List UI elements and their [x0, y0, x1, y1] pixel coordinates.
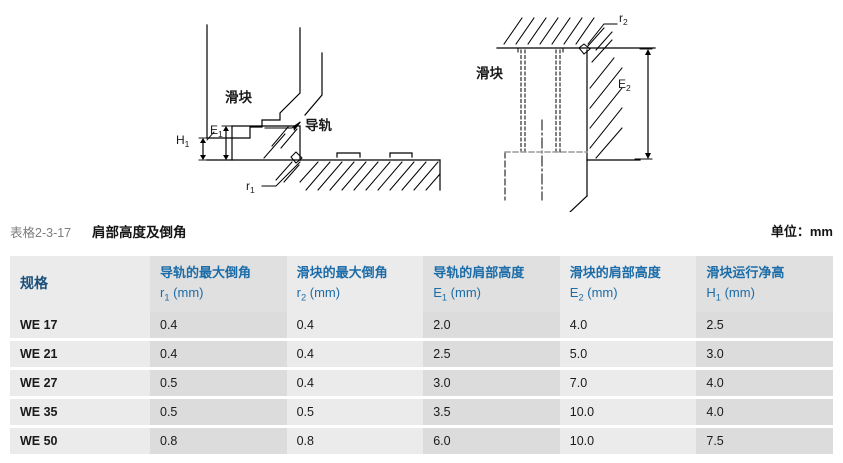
e2-label: E2 — [618, 77, 631, 93]
cell-r1: 0.8 — [150, 428, 287, 454]
right-top-hatching — [503, 17, 595, 45]
specification-table: 规格 导轨的最大倒角 r1 (mm) 滑块的最大倒角 r2 (mm) 导轨的肩部… — [10, 256, 833, 454]
cell-e1: 3.5 — [423, 399, 560, 428]
table-row: WE 17 0.4 0.4 2.0 4.0 2.5 — [10, 312, 833, 341]
table-row: WE 50 0.8 0.8 6.0 10.0 7.5 — [10, 428, 833, 454]
cell-e1: 2.0 — [423, 312, 560, 341]
r1-label: r1 — [246, 179, 255, 195]
cell-r1: 0.5 — [150, 370, 287, 399]
left-slider-label: 滑块 — [225, 90, 252, 105]
cell-h1: 4.0 — [696, 399, 833, 428]
caption-title: 肩部高度及倒角 — [92, 225, 187, 240]
slider-profile — [206, 27, 301, 139]
cell-r1: 0.5 — [150, 399, 287, 428]
cell-r2: 0.8 — [286, 428, 424, 454]
e1-arrow-up — [223, 126, 229, 131]
rail-step — [231, 125, 301, 161]
header-cell-r1: 导轨的最大倒角 r1 (mm) — [150, 256, 287, 312]
rail-leader-arrow — [293, 122, 301, 131]
h1-label: H1 — [176, 133, 190, 149]
cell-e1: 3.0 — [423, 370, 560, 399]
cell-r1: 0.4 — [150, 341, 287, 370]
cell-h1: 4.0 — [696, 370, 833, 399]
slider-corner-tick — [206, 131, 215, 141]
header-cell-h1: 滑块运行净高 H1 (mm) — [696, 256, 833, 312]
caption-unit: 单位：mm — [770, 224, 833, 239]
right-body-hatching — [589, 57, 623, 159]
header-symbol-r2: r2 (mm) — [296, 285, 341, 303]
bolt-head-bracket — [517, 47, 564, 53]
cell-h1: 3.0 — [696, 341, 833, 370]
header-cell-r2: 滑块的最大倒角 r2 (mm) — [286, 256, 424, 312]
cell-e2: 5.0 — [559, 341, 697, 370]
e1-label: E1 — [210, 123, 223, 139]
cell-r1: 0.4 — [150, 312, 287, 341]
left-cross-section — [198, 24, 441, 191]
header-cell-e2: 滑块的肩部高度 E2 (mm) — [559, 256, 697, 312]
cell-spec: WE 17 — [10, 312, 150, 341]
table-header-row: 规格 导轨的最大倒角 r1 (mm) 滑块的最大倒角 r2 (mm) 导轨的肩部… — [10, 256, 833, 312]
cell-r2: 0.5 — [286, 399, 424, 428]
r2-leader — [587, 23, 618, 45]
cell-e2: 10.0 — [559, 399, 697, 428]
cell-spec: WE 35 — [10, 399, 150, 428]
h1-arrow-up — [200, 138, 206, 143]
table-body: WE 17 0.4 0.4 2.0 4.0 2.5 WE 21 0.4 0.4 … — [10, 312, 833, 454]
r2-label: r2 — [619, 11, 628, 27]
r2-corner-hatch — [587, 27, 613, 63]
r1-leader-hatch — [275, 161, 300, 183]
table-row: WE 21 0.4 0.4 2.5 5.0 3.0 — [10, 341, 833, 370]
cell-h1: 2.5 — [696, 312, 833, 341]
header-cell-e1: 导轨的肩部高度 E1 (mm) — [423, 256, 560, 312]
r2-fillet-marker — [578, 43, 591, 55]
header-symbol-e2: E2 (mm) — [569, 285, 618, 303]
cell-spec: WE 50 — [10, 428, 150, 454]
h1-arrow-down — [200, 155, 206, 160]
cell-h1: 7.5 — [696, 428, 833, 454]
e2-arrow-down — [645, 153, 651, 159]
e2-arrow-up — [645, 49, 651, 55]
slider-inner-profile — [304, 52, 323, 116]
table-row: WE 35 0.5 0.5 3.5 10.0 4.0 — [10, 399, 833, 428]
table-row: WE 27 0.5 0.4 3.0 7.0 4.0 — [10, 370, 833, 399]
right-cross-section — [496, 17, 656, 212]
r1-leader — [261, 161, 301, 187]
cell-spec: WE 21 — [10, 341, 150, 370]
slider-chamfer — [569, 195, 588, 212]
fillet-marker — [290, 151, 303, 164]
diagram-area: 滑块 导轨 H1 E1 r1 滑块 E2 r2 — [0, 0, 843, 212]
caption-number: 表格2-3-17 — [10, 226, 72, 240]
e1-arrow-down — [223, 155, 229, 160]
header-symbol-e1: E1 (mm) — [433, 285, 481, 303]
technical-drawings: 滑块 导轨 H1 E1 r1 滑块 E2 r2 — [176, 11, 656, 212]
table-caption: 表格2-3-17 肩部高度及倒角 单位：mm — [0, 218, 843, 244]
header-symbol-r1: r1 (mm) — [160, 285, 204, 303]
cell-e1: 2.5 — [423, 341, 560, 370]
base-slot-1 — [336, 152, 361, 158]
cell-e2: 10.0 — [559, 428, 697, 454]
cell-r2: 0.4 — [286, 341, 424, 370]
cell-e2: 7.0 — [559, 370, 697, 399]
cell-e1: 6.0 — [423, 428, 560, 454]
header-symbol-h1: H1 (mm) — [706, 285, 755, 303]
header-cell-spec: 规格 — [10, 256, 150, 312]
left-rail-label: 导轨 — [305, 117, 332, 133]
cell-spec: WE 27 — [10, 370, 150, 399]
bolt-hole-lines — [520, 49, 561, 153]
base-slot-2 — [389, 152, 413, 158]
right-slider-label: 滑块 — [476, 66, 503, 81]
rail-hatching — [263, 126, 298, 159]
base-hatching — [299, 161, 441, 191]
cell-e2: 4.0 — [559, 312, 697, 341]
cell-r2: 0.4 — [286, 312, 424, 341]
cell-r2: 0.4 — [286, 370, 424, 399]
